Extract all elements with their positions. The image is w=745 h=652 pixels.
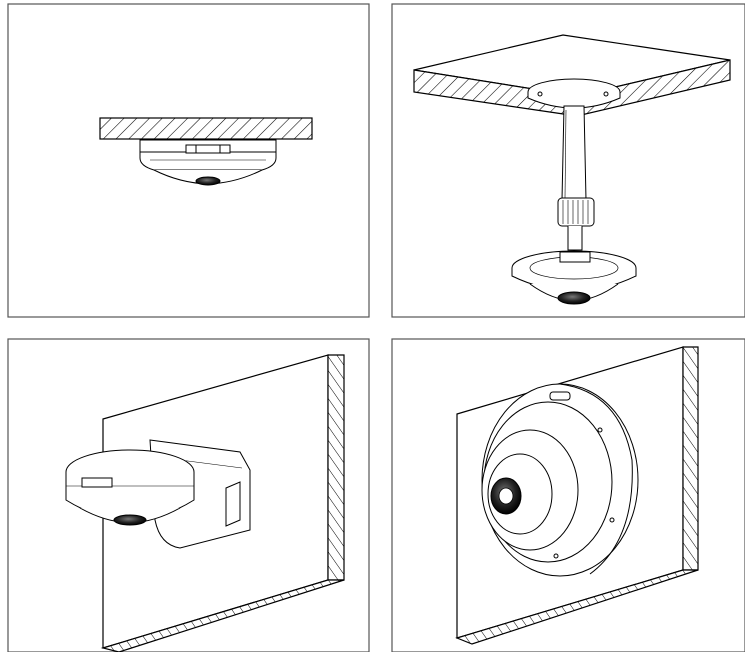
fisheye-camera-icon bbox=[511, 250, 637, 305]
panel-frame bbox=[7, 3, 370, 318]
fisheye-camera-icon bbox=[65, 449, 195, 526]
panel-frame bbox=[391, 338, 745, 652]
panel-frame bbox=[391, 3, 745, 318]
fisheye-camera-icon bbox=[139, 139, 277, 186]
ceiling-slab bbox=[99, 117, 313, 140]
panel-frame bbox=[7, 338, 370, 652]
panel-ceiling-pendant-mount bbox=[391, 3, 745, 318]
pendant-bracket bbox=[527, 78, 621, 251]
ceiling-slab bbox=[413, 34, 731, 117]
panel-wall-bracket-mount bbox=[7, 338, 370, 652]
panel-ceiling-flush-mount bbox=[7, 3, 370, 318]
fisheye-camera-icon bbox=[481, 383, 639, 577]
panel-wall-flush-mount bbox=[391, 338, 745, 652]
